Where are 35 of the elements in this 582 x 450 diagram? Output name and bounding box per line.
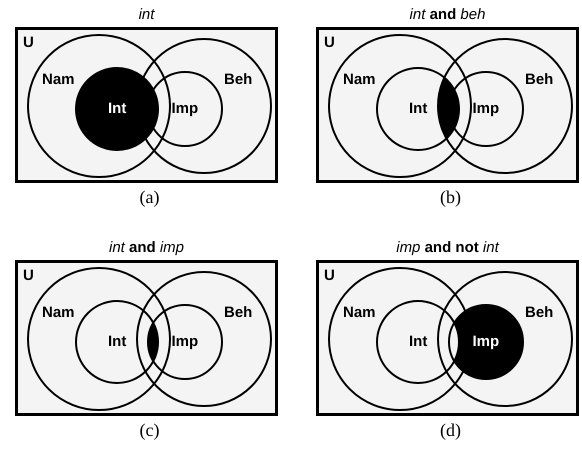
panel-title: imp and not int xyxy=(395,239,500,256)
set-circle xyxy=(75,300,159,384)
set-circle xyxy=(147,304,223,380)
universe-label: U xyxy=(23,35,34,51)
set-circle xyxy=(437,271,573,407)
set-label: Imp xyxy=(172,334,198,350)
universe-label: U xyxy=(324,268,335,284)
set-label: Beh xyxy=(525,72,554,88)
set-label: Beh xyxy=(224,72,252,88)
set-label: Int xyxy=(409,334,428,350)
set-label: Int xyxy=(108,334,126,350)
panel-title: int and beh xyxy=(408,6,486,23)
universe-label: U xyxy=(324,35,335,51)
set-label: Imp xyxy=(472,334,500,350)
set-label: Nam xyxy=(42,305,75,321)
set-label: Imp xyxy=(472,101,500,117)
panel-caption: (a) xyxy=(138,187,160,208)
panel-caption: (c) xyxy=(138,420,160,441)
panel-caption: (b) xyxy=(439,187,462,208)
panel-title: int and imp xyxy=(108,239,186,256)
set-label: Int xyxy=(409,101,428,117)
set-label: Nam xyxy=(42,72,75,88)
set-circle xyxy=(437,38,573,174)
set-circle xyxy=(136,271,272,407)
set-label: Beh xyxy=(525,305,554,321)
panel-title: int xyxy=(138,6,156,23)
set-circle xyxy=(376,67,460,151)
panel-caption: (d) xyxy=(439,420,462,441)
set-label: Beh xyxy=(224,305,252,321)
set-circle xyxy=(376,300,460,384)
set-label: Imp xyxy=(172,101,198,117)
set-label: Nam xyxy=(343,72,376,88)
universe-label: U xyxy=(23,268,34,284)
set-label: Int xyxy=(108,101,126,117)
set-label: Nam xyxy=(343,305,376,321)
